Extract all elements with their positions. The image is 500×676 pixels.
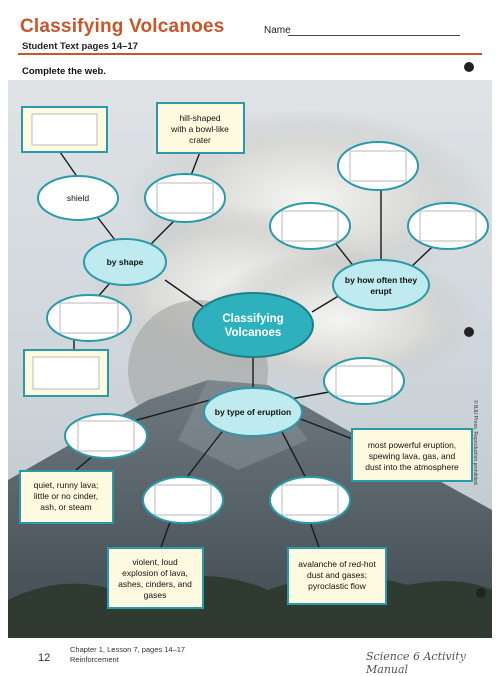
name-label: Name: [264, 25, 291, 36]
hub-by-shape: by shape: [83, 238, 167, 286]
node-violent-line3: ashes, cinders, and: [118, 579, 192, 589]
hub-by-how-often: by how often they erupt: [332, 259, 430, 311]
node-avalanche-line2: dust and gases;: [307, 570, 367, 580]
answer-ellipse-right-b[interactable]: [407, 202, 489, 250]
page-title: Classifying Volcanoes: [20, 16, 225, 37]
node-violent: violent, loud explosion of lava, ashes, …: [107, 547, 204, 609]
page-number: 12: [38, 652, 51, 664]
node-quiet-line3: ash, or steam: [40, 502, 92, 512]
node-violent-line4: gases: [144, 590, 167, 600]
copyright-notice: © BJU Press. Reproduction prohibited.: [472, 400, 478, 486]
node-most-powerful: most powerful eruption, spewing lava, ga…: [351, 428, 473, 482]
node-most-powerful-line1: most powerful eruption,: [368, 440, 456, 450]
node-hill-shaped-line3: crater: [189, 135, 211, 145]
answer-ellipse-bottom-a[interactable]: [142, 476, 224, 524]
title-rule: [18, 53, 482, 55]
node-violent-line1: violent, loud: [132, 557, 178, 567]
hub-by-type-of-eruption-label: by type of eruption: [215, 407, 292, 417]
center-line2: Volcanoes: [225, 327, 282, 339]
name-field[interactable]: [288, 35, 460, 36]
node-hill-shaped: hill-shaped with a bowl-like crater: [156, 102, 245, 154]
footer-reinforcement: Reinforcement: [70, 655, 119, 664]
node-hill-shaped-line1: hill-shaped: [179, 113, 220, 123]
answer-ellipse-eruption-right[interactable]: [323, 357, 405, 405]
node-avalanche: avalanche of red-hot dust and gases; pyr…: [287, 547, 387, 605]
center-line1: Classifying: [222, 313, 283, 325]
node-violent-line2: explosion of lava,: [122, 568, 188, 578]
binder-hole-icon: [464, 327, 474, 337]
node-quiet-line2: little or no cinder,: [34, 491, 98, 501]
answer-ellipse-eruption-left[interactable]: [64, 413, 148, 459]
page-subtitle: Student Text pages 14–17: [22, 41, 138, 52]
answer-ellipse-top-right[interactable]: [337, 141, 419, 191]
node-most-powerful-line3: dust into the atmosphere: [365, 462, 459, 472]
center-node: Classifying Volcanoes: [192, 292, 314, 358]
binder-hole-icon: [464, 62, 474, 72]
node-shield: shield: [37, 175, 119, 221]
node-avalanche-line1: avalanche of red-hot: [298, 559, 376, 569]
hub-by-shape-label: by shape: [107, 257, 144, 267]
node-shield-label: shield: [67, 193, 89, 203]
footer-brand-tag: worksheets: [455, 657, 494, 664]
hub-by-how-often-line1: by how often they: [345, 275, 418, 285]
node-quiet-runny-lava: quiet, runny lava; little or no cinder, …: [19, 470, 114, 524]
answer-ellipse-right-a[interactable]: [269, 202, 351, 250]
hub-by-type-of-eruption: by type of eruption: [203, 387, 303, 437]
instructions: Complete the web.: [22, 66, 106, 77]
node-avalanche-line3: pyroclastic flow: [308, 581, 366, 591]
answer-ellipse-bottom-b[interactable]: [269, 476, 351, 524]
node-hill-shaped-line2: with a bowl-like: [170, 124, 229, 134]
binder-hole-icon: [476, 588, 486, 598]
node-quiet-line1: quiet, runny lava;: [34, 480, 99, 490]
answer-box-left[interactable]: [23, 349, 109, 397]
answer-box-top-left[interactable]: [21, 106, 108, 153]
answer-ellipse-shape[interactable]: [144, 173, 226, 223]
footer-chapter: Chapter 1, Lesson 7, pages 14–17: [70, 645, 186, 654]
hub-by-how-often-line2: erupt: [370, 286, 391, 296]
node-most-powerful-line2: spewing lava, gas, and: [369, 451, 456, 461]
answer-ellipse-left[interactable]: [46, 294, 132, 342]
